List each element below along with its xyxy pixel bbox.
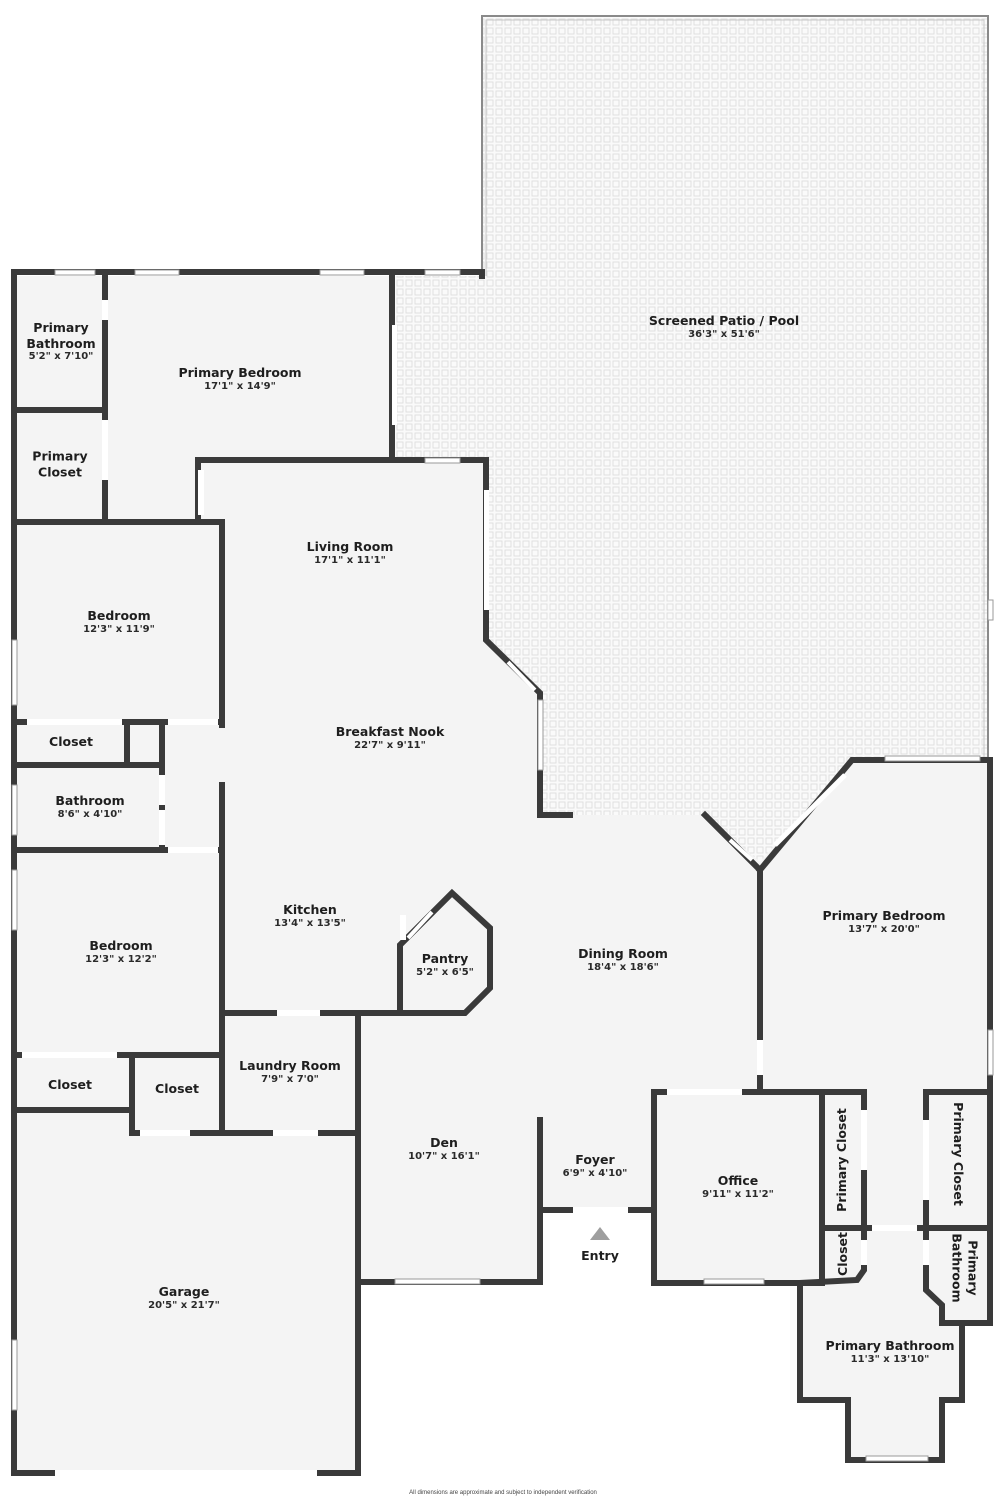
room-label-primary-closet-east-2: Primary Closet: [950, 1102, 966, 1206]
room-dimensions: 36'3" x 51'6": [688, 328, 760, 340]
room-label-primary-bedroom-west: Primary Bedroom 17'1" x 14'9": [178, 365, 301, 393]
room-name: Bedroom: [89, 937, 153, 953]
door-openings: [22, 300, 929, 1476]
disclaimer: All dimensions are approximate and subje…: [409, 1490, 597, 1496]
room-label-bedroom-1: Bedroom 12'3" x 11'9": [83, 608, 155, 636]
room-label-kitchen: Kitchen 13'4" x 13'5": [274, 902, 346, 930]
entry-text: Entry: [581, 1248, 619, 1264]
room-name: Den: [430, 1134, 458, 1150]
room-dimensions: 11'3" x 13'10": [850, 1353, 930, 1365]
patio-floor: [393, 16, 988, 862]
room-name: Closet: [835, 1232, 851, 1276]
patio-screen: [481, 15, 989, 758]
room-dimensions: 20'5" x 21'7": [148, 1299, 220, 1311]
room-name: Pantry: [421, 950, 469, 966]
room-dimensions: 13'4" x 13'5": [274, 917, 346, 929]
room-dimensions: 22'7" x 9'11": [354, 739, 426, 751]
room-label-garage: Garage 20'5" x 21'7": [148, 1284, 220, 1312]
angled-window-dining: [728, 838, 754, 862]
room-label-closet-4: Closet: [835, 1232, 851, 1276]
entry-label: Entry: [581, 1248, 619, 1264]
room-dimensions: 9'11" x 11'2": [702, 1188, 774, 1200]
room-dimensions: 5'2" x 6'5": [416, 966, 474, 978]
patio-screen-inner: [485, 19, 985, 758]
room-name: Primary Closet: [834, 1108, 850, 1212]
room-label-primary-closet-west: Primary Closet: [25, 448, 95, 479]
room-dimensions: 17'1" x 11'1": [314, 554, 386, 566]
room-label-den: Den 10'7" x 16'1": [408, 1135, 480, 1163]
room-dimensions: 7'9" x 7'0": [261, 1073, 319, 1085]
room-dimensions: 13'7" x 20'0": [848, 923, 920, 935]
room-name: Bathroom: [55, 792, 125, 808]
room-name: Dining Room: [578, 945, 668, 961]
room-label-primary-bathroom-east-small: Primary Bathroom: [949, 1233, 981, 1303]
room-label-primary-closet-east-1: Primary Closet: [834, 1108, 850, 1212]
room-name: Closet: [49, 734, 93, 750]
room-name: Bedroom: [87, 607, 151, 623]
room-name: Laundry Room: [239, 1057, 341, 1073]
angled-window-nook: [506, 660, 537, 692]
room-label-dining-room: Dining Room 18'4" x 18'6": [578, 946, 668, 974]
room-dimensions: 8'6" x 4'10": [57, 808, 123, 820]
room-name: Living Room: [306, 538, 394, 554]
windows: [11, 269, 994, 1462]
angled-opening-bedroom: [773, 773, 847, 847]
room-label-pantry: Pantry 5'2" x 6'5": [416, 951, 474, 979]
room-name: Breakfast Nook: [335, 723, 445, 739]
room-label-primary-bathroom-east: Primary Bathroom 11'3" x 13'10": [826, 1338, 955, 1366]
room-label-laundry-room: Laundry Room 7'9" x 7'0": [239, 1058, 341, 1086]
room-dimensions: 18'4" x 18'6": [587, 961, 659, 973]
room-label-office: Office 9'11" x 11'2": [702, 1173, 774, 1201]
room-name: Foyer: [575, 1151, 615, 1167]
room-name: Primary Closet: [950, 1102, 966, 1206]
room-name: Primary Bathroom: [26, 320, 96, 351]
room-dimensions: 12'3" x 11'9": [83, 623, 155, 635]
room-label-primary-bedroom-east: Primary Bedroom 13'7" x 20'0": [822, 908, 945, 936]
room-dimensions: 12'3" x 12'2": [85, 953, 157, 965]
room-label-closet-3: Closet: [155, 1081, 199, 1097]
room-name: Kitchen: [283, 901, 337, 917]
room-label-screened-patio-pool: Screened Patio / Pool 36'3" x 51'6": [649, 313, 799, 341]
room-label-closet-1: Closet: [49, 734, 93, 750]
room-name: Primary Bathroom: [950, 1233, 981, 1303]
room-label-breakfast-nook: Breakfast Nook 22'7" x 9'11": [336, 724, 445, 752]
room-label-foyer: Foyer 6'9" x 4'10": [563, 1152, 628, 1180]
room-label-primary-bathroom-west: Primary Bathroom 5'2" x 7'10": [21, 320, 101, 364]
room-dimensions: 5'2" x 7'10": [28, 351, 94, 363]
room-name: Screened Patio / Pool: [648, 312, 800, 328]
room-name: Closet: [48, 1077, 92, 1093]
room-name: Primary Bedroom: [178, 364, 302, 380]
angled-window-pantry: [406, 910, 434, 940]
room-dimensions: 6'9" x 4'10": [562, 1167, 628, 1179]
room-name: Primary Closet: [32, 448, 88, 479]
room-dimensions: 17'1" x 14'9": [204, 380, 276, 392]
entry-arrow-icon: [590, 1227, 610, 1240]
room-label-closet-2: Closet: [48, 1077, 92, 1093]
room-label-bedroom-2: Bedroom 12'3" x 12'2": [85, 938, 157, 966]
room-name: Primary Bedroom: [822, 907, 946, 923]
room-name: Office: [717, 1172, 759, 1188]
room-label-living-room: Living Room 17'1" x 11'1": [307, 539, 394, 567]
room-name: Garage: [158, 1283, 210, 1299]
room-label-bathroom: Bathroom 8'6" x 4'10": [55, 793, 124, 821]
room-name: Primary Bathroom: [825, 1337, 955, 1353]
room-name: Closet: [155, 1081, 199, 1097]
room-dimensions: 10'7" x 16'1": [408, 1150, 480, 1162]
